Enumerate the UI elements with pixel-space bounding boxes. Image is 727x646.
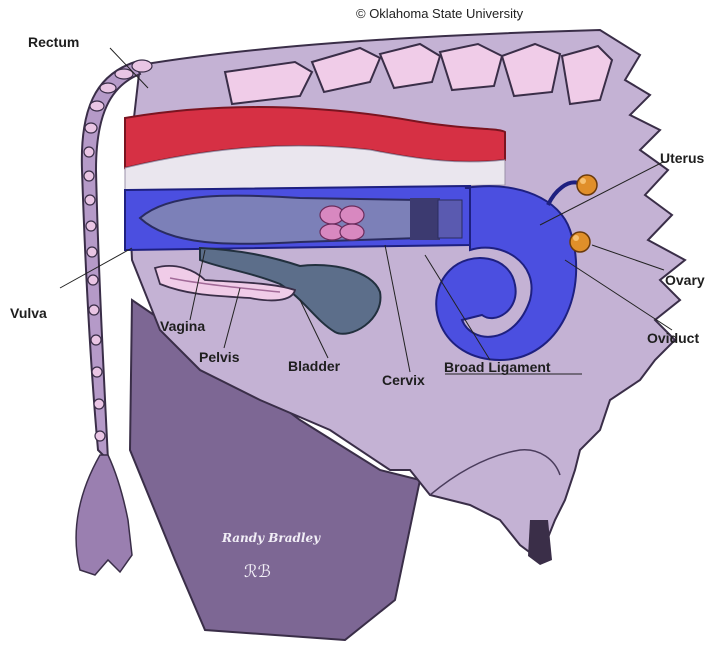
tail-switch (76, 455, 132, 575)
ovary-upper (577, 175, 597, 195)
label-vagina: Vagina (160, 318, 205, 334)
label-pelvis: Pelvis (199, 349, 239, 365)
cervix-end (438, 200, 462, 238)
vagina-shape (140, 196, 420, 244)
cervix-band (410, 198, 440, 240)
label-oviduct: Oviduct (647, 330, 699, 346)
label-ovary: Ovary (665, 272, 705, 288)
label-bladder: Bladder (288, 358, 340, 374)
label-cervix: Cervix (382, 372, 425, 388)
label-rectum: Rectum (28, 34, 79, 50)
label-vulva: Vulva (10, 305, 47, 321)
ovary-lower (570, 232, 590, 252)
artist-monogram: ℛℬ (244, 562, 271, 582)
artist-signature: Randy Bradley (222, 531, 320, 545)
teat-shape (528, 520, 552, 565)
label-broad-ligament: Broad Ligament (444, 359, 551, 375)
copyright-notice: © Oklahoma State University (356, 6, 523, 21)
label-uterus: Uterus (660, 150, 704, 166)
